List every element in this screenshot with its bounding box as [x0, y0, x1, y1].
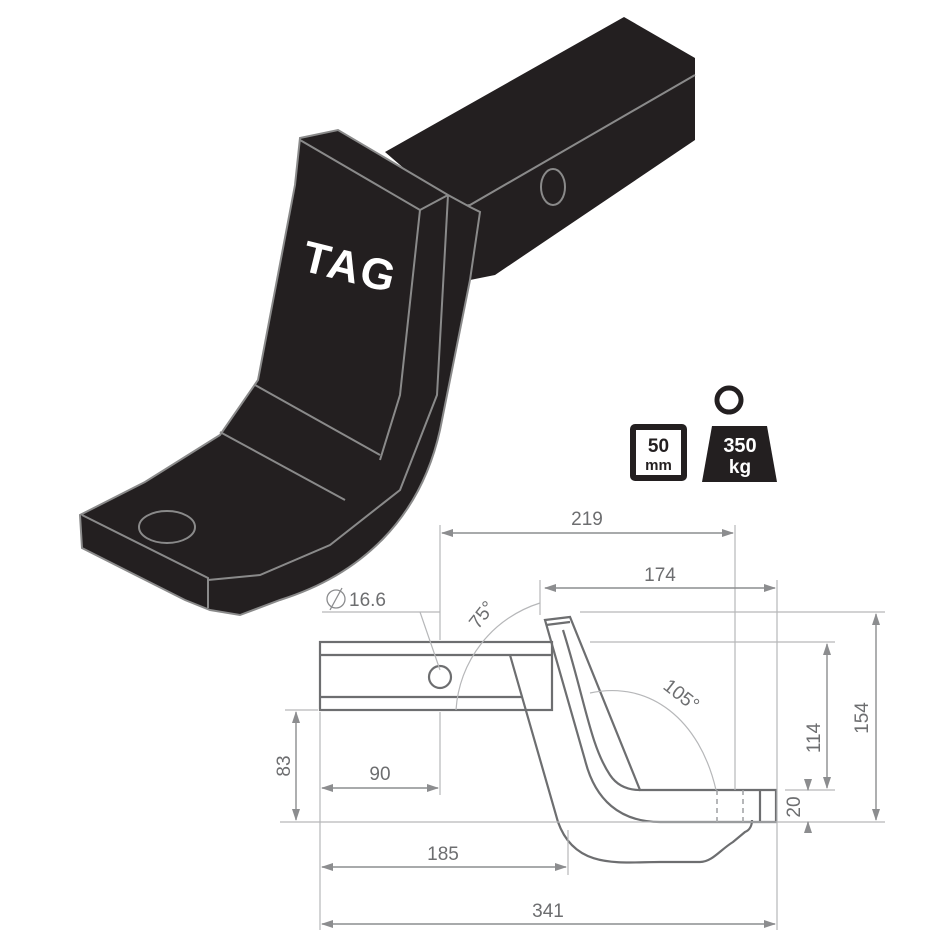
load-rating-value: 350	[723, 435, 756, 457]
ball-size-unit: mm	[645, 457, 672, 474]
dim-83: 83	[274, 755, 295, 776]
ball-size-badge: 50 mm	[630, 424, 687, 481]
diameter-icon	[326, 589, 346, 609]
drop-arm: TAG	[78, 128, 482, 617]
dim-154: 154	[852, 702, 873, 734]
angle-arcs	[455, 602, 717, 791]
dim-219: 219	[571, 509, 603, 530]
load-rating-badge: 350 kg	[702, 385, 777, 482]
dim-hole-diameter: 16.6	[349, 590, 386, 611]
side-profile	[318, 615, 778, 864]
dimension-lines	[292, 529, 880, 928]
dim-341: 341	[532, 901, 564, 922]
angle-75: 75°	[465, 598, 499, 634]
dim-185: 185	[427, 844, 459, 865]
dim-174: 174	[644, 565, 676, 586]
angle-105: 105°	[659, 675, 703, 716]
dim-114: 114	[804, 722, 825, 753]
ball-size-value: 50	[648, 436, 669, 457]
dim-20: 20	[784, 796, 805, 817]
hole-diameter-label: 16.6	[326, 587, 386, 611]
dim-90: 90	[369, 764, 390, 785]
shank-pin-hole	[540, 168, 566, 206]
load-rating-unit: kg	[729, 457, 751, 478]
extension-lines	[280, 525, 885, 930]
ball-mount-hole	[138, 510, 196, 544]
weight-icon	[702, 426, 777, 482]
pin-hole-circle	[427, 664, 453, 690]
thread-hidden-lines	[716, 790, 744, 822]
